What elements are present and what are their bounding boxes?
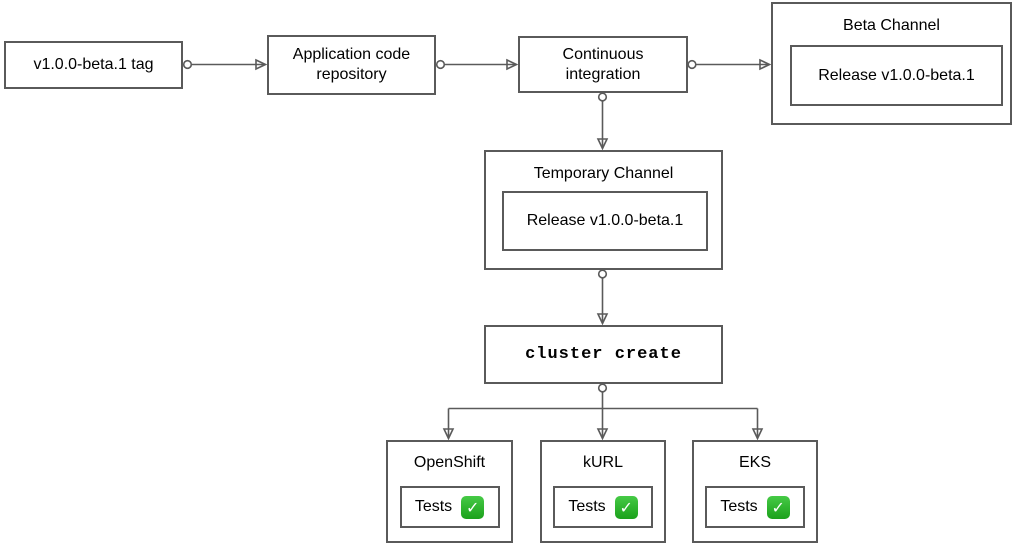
openshift-tests-box: Tests ✓ <box>399 486 500 528</box>
node-continuous-integration: Continuous integration <box>518 36 688 93</box>
eks-title: EKS <box>738 454 771 471</box>
connector-ci-to-temporary-channel <box>596 92 609 151</box>
connector-tag-to-repo <box>182 58 268 71</box>
eks-tests-label: Tests <box>720 498 758 515</box>
node-application-code-repository: Application code repository <box>267 35 436 95</box>
check-mark-icon: ✓ <box>461 495 485 519</box>
check-glyph: ✓ <box>465 497 480 517</box>
kurl-tests-box: Tests ✓ <box>553 486 653 528</box>
node-eks: EKS Tests ✓ <box>692 440 818 543</box>
beta-channel-release-box: Release v1.0.0-beta.1 <box>790 45 1003 106</box>
kurl-tests-label: Tests <box>568 498 606 515</box>
node-cluster-create: cluster create <box>484 325 723 384</box>
connector-repo-to-ci <box>435 58 519 71</box>
kurl-title: kURL <box>582 454 623 471</box>
openshift-title: OpenShift <box>413 454 486 471</box>
cluster-create-label: cluster create <box>525 344 682 364</box>
node-application-code-repository-label: Application code repository <box>292 46 411 83</box>
check-glyph: ✓ <box>619 497 633 517</box>
check-glyph: ✓ <box>771 497 785 517</box>
beta-channel-title: Beta Channel <box>843 17 940 34</box>
node-version-tag-label: v1.0.0-beta.1 tag <box>33 56 154 73</box>
check-mark-icon: ✓ <box>614 495 638 519</box>
beta-channel-release-label: Release v1.0.0-beta.1 <box>818 66 975 84</box>
node-version-tag: v1.0.0-beta.1 tag <box>4 41 183 89</box>
node-openshift: OpenShift Tests ✓ <box>386 440 513 543</box>
node-kurl: kURL Tests ✓ <box>540 440 666 543</box>
temporary-channel-title: Temporary Channel <box>533 165 674 182</box>
node-continuous-integration-label: Continuous integration <box>562 45 644 83</box>
openshift-tests-label: Tests <box>414 498 453 515</box>
connector-temporary-channel-to-cluster-create <box>596 269 609 326</box>
temporary-channel-release-label: Release v1.0.0-beta.1 <box>526 212 684 229</box>
connector-ci-to-beta-channel <box>687 58 772 71</box>
check-mark-icon: ✓ <box>766 495 790 519</box>
connector-cluster-create-fanout <box>442 383 764 441</box>
node-temporary-channel: Temporary Channel Release v1.0.0-beta.1 <box>484 150 723 270</box>
node-beta-channel: Beta Channel Release v1.0.0-beta.1 <box>771 2 1012 125</box>
temporary-channel-release-box: Release v1.0.0-beta.1 <box>502 191 708 251</box>
eks-tests-box: Tests ✓ <box>705 486 805 528</box>
